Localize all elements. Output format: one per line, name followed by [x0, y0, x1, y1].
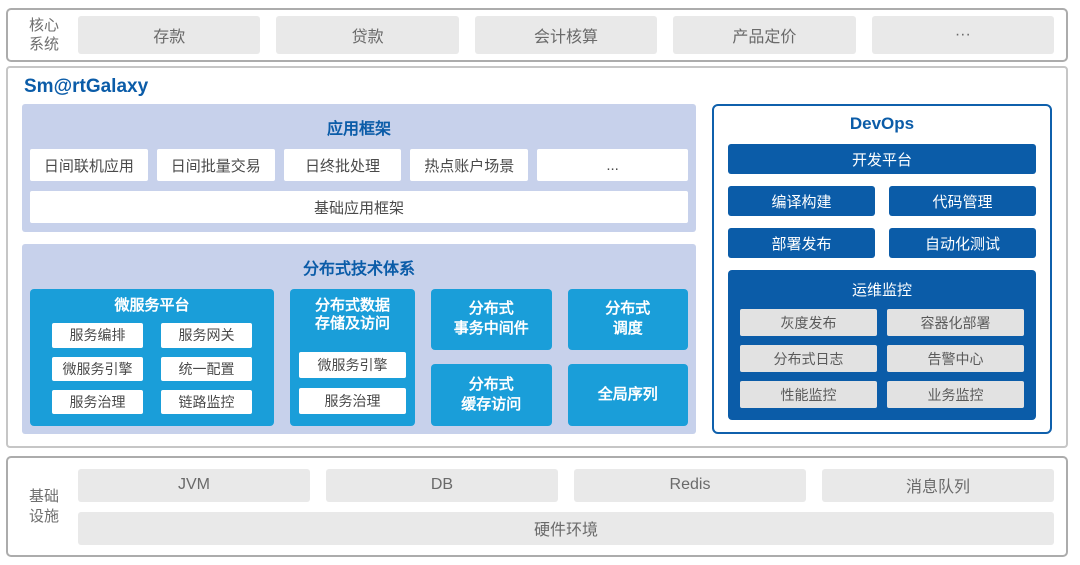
- infra-message-queue: 消息队列: [822, 468, 1054, 502]
- microservice-platform-title: 微服务平台: [114, 296, 190, 314]
- app-framework-panel: 应用框架 日间联机应用 日间批量交易 日终批处理 热点账户场景 ... 基础应用…: [22, 104, 696, 232]
- core-system-accounting: 会计核算: [474, 16, 658, 54]
- core-systems-row: 存款 贷款 会计核算 产品定价 ···: [78, 16, 1055, 54]
- smartgalaxy-title: Sm@rtGalaxy: [24, 76, 149, 97]
- infrastructure-label: 基础 设施: [28, 488, 59, 525]
- microservice-platform: 微服务平台 服务编排 服务网关 微服务引擎 统一配置 服务治理 链路监控: [30, 288, 274, 426]
- distributed-data-storage: 分布式数据 存储及访问 微服务引擎 服务治理: [290, 288, 415, 426]
- distributed-cache-access: 分布式 缓存访问: [431, 364, 552, 426]
- core-system-pricing: 产品定价: [673, 16, 856, 54]
- app-daytime-online: 日间联机应用: [30, 149, 148, 181]
- app-more: ...: [537, 149, 688, 181]
- devops-row-1: 编译构建 代码管理: [728, 186, 1036, 216]
- distributed-scheduling: 分布式 调度: [567, 288, 688, 351]
- performance-monitoring: 性能监控: [740, 381, 877, 408]
- app-eod-batch: 日终批处理: [283, 149, 402, 181]
- core-system-more: ···: [871, 16, 1055, 54]
- global-sequence: 全局序列: [567, 364, 688, 426]
- devops-title: DevOps: [849, 114, 915, 133]
- dist-tech-title: 分布式技术体系: [302, 260, 415, 278]
- dist-tech-panel: 分布式技术体系 微服务平台 服务编排 服务网关 微服务引擎 统一配置 服务治理 …: [22, 243, 696, 434]
- core-systems-strip: 核心 系统 存款 贷款 会计核算 产品定价 ···: [6, 8, 1068, 62]
- app-framework-title: 应用框架: [326, 121, 391, 138]
- core-system-deposits: 存款: [78, 16, 261, 54]
- dist-tech-grid: 微服务平台 服务编排 服务网关 微服务引擎 统一配置 服务治理 链路监控: [30, 288, 688, 426]
- galaxy-left-column: 应用框架 日间联机应用 日间批量交易 日终批处理 热点账户场景 ... 基础应用…: [22, 104, 696, 434]
- dist-cell-column-1: 分布式 事务中间件 分布式 缓存访问: [431, 288, 552, 426]
- container-deployment: 容器化部署: [887, 309, 1024, 336]
- dist-cell-column-2: 分布式 调度 全局序列: [567, 288, 688, 426]
- core-systems-label: 核心 系统: [28, 16, 59, 54]
- infra-db: DB: [326, 468, 558, 502]
- automated-testing: 自动化测试: [889, 228, 1036, 258]
- build-compile: 编译构建: [728, 186, 875, 216]
- storage-microservice-engine: 微服务引擎: [299, 352, 406, 378]
- unified-config: 统一配置: [161, 356, 252, 381]
- distributed-data-storage-title: 分布式数据 存储及访问: [314, 296, 390, 333]
- infrastructure-rows: JVM DB Redis 消息队列 硬件环境: [78, 468, 1054, 545]
- deploy-release: 部署发布: [728, 228, 875, 258]
- app-framework-row: 日间联机应用 日间批量交易 日终批处理 热点账户场景 ...: [30, 149, 688, 181]
- devops-panel: DevOps 开发平台 编译构建 代码管理 部署发布 自动化测试 运维监控 灰度…: [712, 104, 1052, 434]
- ops-monitoring-title: 运维监控: [851, 282, 912, 299]
- infra-jvm: JVM: [78, 468, 310, 502]
- ops-monitoring-grid: 灰度发布 容器化部署 分布式日志 告警中心 性能监控 业务监控: [740, 309, 1024, 408]
- infra-hardware-env: 硬件环境: [78, 511, 1054, 545]
- service-governance: 服务治理: [52, 389, 143, 414]
- core-system-loans: 贷款: [276, 16, 459, 54]
- distributed-transaction-middleware: 分布式 事务中间件: [431, 288, 552, 351]
- service-gateway: 服务网关: [161, 323, 252, 348]
- ops-monitoring: 运维监控 灰度发布 容器化部署 分布式日志 告警中心 性能监控 业务监控: [728, 270, 1036, 420]
- microservice-platform-grid: 服务编排 服务网关 微服务引擎 统一配置 服务治理 链路监控: [52, 323, 252, 414]
- infrastructure-strip: 基础 设施 JVM DB Redis 消息队列 硬件环境: [6, 456, 1068, 557]
- code-management: 代码管理: [889, 186, 1036, 216]
- devops-row-2: 部署发布 自动化测试: [728, 228, 1036, 258]
- app-hot-account: 热点账户场景: [410, 149, 529, 181]
- business-monitoring: 业务监控: [887, 381, 1024, 408]
- infra-redis: Redis: [574, 468, 806, 502]
- service-orchestration: 服务编排: [52, 323, 143, 348]
- gray-release: 灰度发布: [740, 309, 877, 336]
- microservice-engine: 微服务引擎: [52, 356, 143, 381]
- alert-center: 告警中心: [887, 345, 1024, 372]
- trace-monitoring: 链路监控: [161, 389, 252, 414]
- distributed-logging: 分布式日志: [740, 345, 877, 372]
- dev-platform: 开发平台: [728, 144, 1036, 174]
- app-base-framework: 基础应用框架: [30, 191, 688, 223]
- storage-service-governance: 服务治理: [299, 388, 406, 414]
- smartgalaxy-body: 应用框架 日间联机应用 日间批量交易 日终批处理 热点账户场景 ... 基础应用…: [22, 104, 1052, 434]
- smartgalaxy-container: Sm@rtGalaxy 应用框架 日间联机应用 日间批量交易 日终批处理 热点账…: [6, 66, 1068, 448]
- app-daytime-batch: 日间批量交易: [156, 149, 275, 181]
